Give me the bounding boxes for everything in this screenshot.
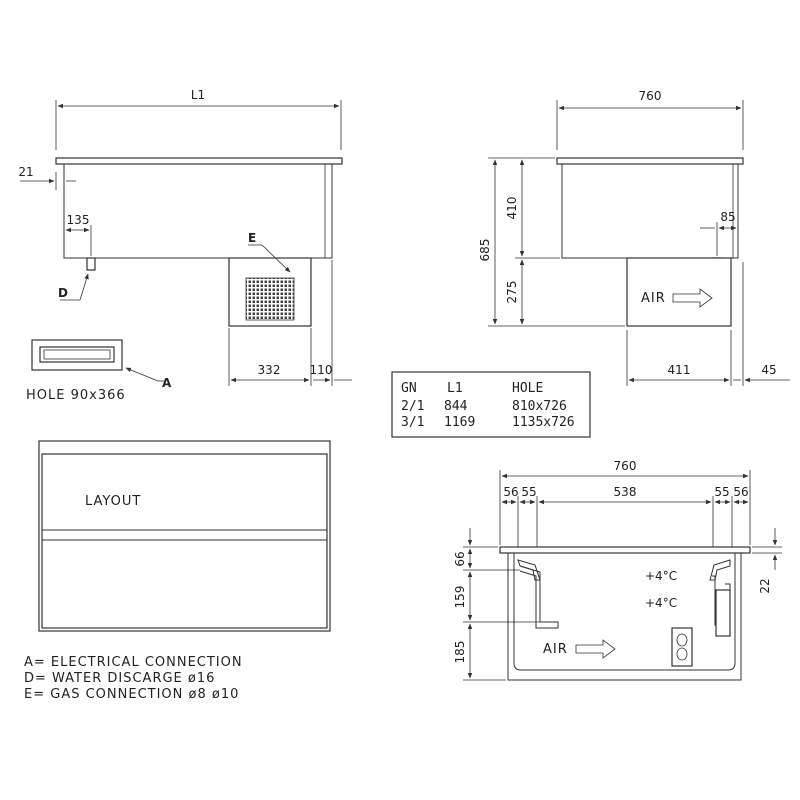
front-view: L1 21 135 D E 332 [18, 88, 352, 403]
front-unit-width-dim: 332 [258, 363, 281, 377]
side-tank-height-dim: 410 [505, 197, 519, 220]
front-drain-offset-dim: 135 [67, 213, 90, 227]
layout-label: LAYOUT [85, 494, 141, 509]
section-left-rail [517, 559, 541, 581]
front-drain-pipe [86, 257, 96, 271]
table-header-gn: GN [401, 381, 417, 396]
legend-item-electrical: A= ELECTRICAL CONNECTION [24, 655, 243, 670]
section-dim-top: 55 [714, 485, 729, 499]
side-refrigeration-unit [626, 257, 732, 327]
model-table: GN L1 HOLE 2/1 844 810x726 3/1 1169 1135… [391, 371, 591, 438]
side-drain-offset-dim: 85 [720, 210, 735, 224]
fan-icon [676, 633, 688, 647]
section-dim-top: 538 [614, 485, 637, 499]
table-header-l1: L1 [447, 381, 463, 396]
drain-label: D [58, 286, 68, 300]
section-temp-top: +4°C [645, 569, 677, 583]
section-width-dim: 760 [614, 459, 637, 473]
side-unit-offset-dim: 45 [761, 363, 776, 377]
section-temp-bottom: +4°C [645, 596, 677, 610]
front-length-dim: L1 [191, 88, 205, 102]
legend-item-gas: E= GAS CONNECTION ø8 ø10 [24, 687, 239, 702]
hole-label: HOLE 90x366 [26, 388, 126, 403]
section-inner-liner [513, 553, 736, 671]
front-countertop-lip [55, 157, 343, 165]
section-air-label: AIR [543, 642, 568, 657]
table-cell: 844 [444, 399, 468, 414]
side-view: 760 85 AIR 685 410 275 411 45 [478, 89, 790, 386]
side-total-height-dim: 685 [478, 239, 492, 262]
table-cell: 3/1 [401, 415, 424, 430]
side-tank-body [561, 164, 739, 259]
section-outer-shell [507, 553, 742, 681]
section-view: 760 56 55 538 55 56 +4°C +4°C AIR [453, 459, 782, 681]
side-unit-height-dim: 275 [505, 281, 519, 304]
section-fan-housing [671, 627, 693, 667]
section-countertop-rim [499, 546, 751, 554]
side-air-arrow-icon [672, 288, 713, 308]
front-lip-dim: 21 [18, 165, 33, 179]
table-cell: 810x726 [512, 399, 567, 414]
side-countertop-lip [556, 157, 744, 165]
section-air-arrow-icon [575, 639, 616, 659]
table-cell: 1169 [444, 415, 475, 430]
section-right-rail [709, 559, 731, 581]
side-unit-width-dim: 411 [668, 363, 691, 377]
table-header-hole: HOLE [512, 381, 543, 396]
section-dim-left: 159 [453, 586, 467, 609]
model-table-frame [391, 371, 591, 438]
section-dim-top: 56 [503, 485, 518, 499]
section-dim-left: 185 [453, 641, 467, 664]
section-dim-top: 56 [733, 485, 748, 499]
section-left-shelf [519, 565, 559, 629]
section-dim-left: 66 [453, 551, 467, 566]
table-cell: 2/1 [401, 399, 424, 414]
legend: A= ELECTRICAL CONNECTION D= WATER DISCAR… [24, 655, 243, 702]
section-evaporator [715, 589, 731, 637]
layout-inner-frame [41, 453, 328, 629]
section-dim-top: 55 [521, 485, 536, 499]
electrical-hole-slot [39, 346, 115, 363]
gas-label: E [248, 231, 256, 245]
legend-item-water: D= WATER DISCARGE ø16 [24, 671, 215, 686]
front-unit-offset-dim: 110 [310, 363, 333, 377]
electrical-label: A [162, 376, 172, 390]
side-air-label: AIR [641, 291, 666, 306]
layout-view: LAYOUT [38, 440, 331, 632]
front-grille [245, 277, 295, 321]
table-cell: 1135x726 [512, 415, 575, 430]
section-rim-dim: 22 [758, 578, 772, 593]
front-tank-body [63, 164, 333, 259]
side-width-dim: 760 [639, 89, 662, 103]
